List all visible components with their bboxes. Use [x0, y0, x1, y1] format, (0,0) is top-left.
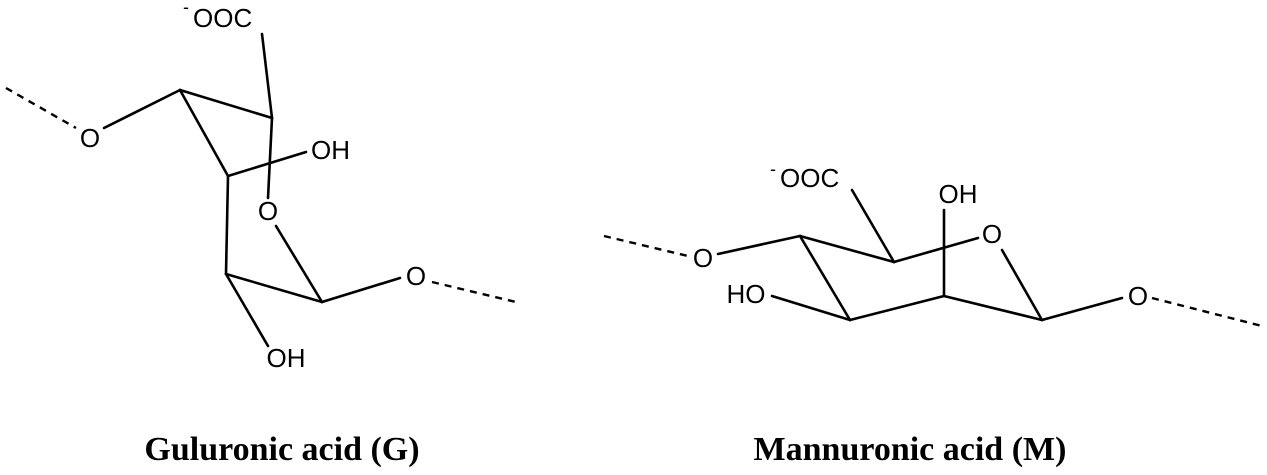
guluronic-ring-o-label: O	[258, 196, 278, 226]
guluronic-caption: Guluronic acid (G)	[144, 431, 419, 468]
guluronic-left-chain-dash	[5, 86, 77, 130]
mannuronic-bond-c5-carboxyl	[850, 188, 896, 264]
guluronic-bond-c3-c2	[224, 174, 230, 276]
mannuronic-bond-c2-c1	[942, 294, 1044, 322]
guluronic-bond-c2-oh	[224, 272, 270, 348]
mannuronic-carboxylate-label: OOC	[780, 163, 839, 193]
mannuronic-bond-c4-c5	[798, 234, 896, 264]
guluronic-bond-ringo-c1	[274, 224, 324, 304]
mannuronic-bond-c5-ringo	[892, 236, 980, 264]
guluronic-bond-c1-o	[320, 276, 402, 304]
mannuronic-hydroxyl-top-label: OH	[939, 179, 978, 209]
mannuronic-bond-c4-c3	[798, 234, 852, 322]
mannuronic-left-chain-dash	[603, 234, 689, 258]
guluronic-acid-structure: - OOC O OH O O OH	[5, 0, 517, 373]
guluronic-glycosidic-o-left-label: O	[80, 123, 100, 153]
mannuronic-caption: Mannuronic acid (M)	[754, 431, 1067, 468]
mannuronic-glycosidic-o-right-label: O	[1128, 281, 1148, 311]
guluronic-glycosidic-o-right-label: O	[406, 261, 426, 291]
mannuronic-bond-c1-o	[1040, 296, 1124, 322]
mannuronic-glycosidic-o-left-label: O	[693, 243, 713, 273]
guluronic-bond-c2-c1	[224, 272, 324, 304]
guluronic-right-chain-dash	[431, 280, 517, 304]
guluronic-hydroxyl-c2-label: OH	[311, 135, 350, 165]
mannuronic-bond-ringo-c1	[1000, 248, 1044, 322]
mannuronic-ring-o-label: O	[982, 219, 1002, 249]
mannuronic-bond-c3-c2	[848, 294, 946, 322]
guluronic-carboxylate-label: OOC	[193, 3, 252, 33]
guluronic-bond-c4-c5	[178, 88, 274, 120]
guluronic-bond-c3-oh	[226, 150, 308, 178]
guluronic-bond-o-c4	[102, 88, 182, 130]
mannuronic-acid-structure: - OOC OH O O HO O	[603, 159, 1263, 328]
guluronic-charge-label: -	[183, 0, 189, 17]
mannuronic-charge-label: -	[770, 159, 776, 179]
mannuronic-bond-o-c4	[716, 234, 802, 256]
mannuronic-bond-c3-ho	[770, 294, 852, 322]
mannuronic-hydroxyl-left-label: HO	[727, 279, 766, 309]
guluronic-bond-c5-carboxyl	[260, 32, 274, 120]
mannuronic-right-chain-dash	[1151, 296, 1263, 328]
guluronic-bond-c5-ringo	[266, 116, 274, 200]
guluronic-bond-c4-c3	[178, 88, 230, 178]
guluronic-hydroxyl-c3-label: OH	[267, 343, 306, 373]
